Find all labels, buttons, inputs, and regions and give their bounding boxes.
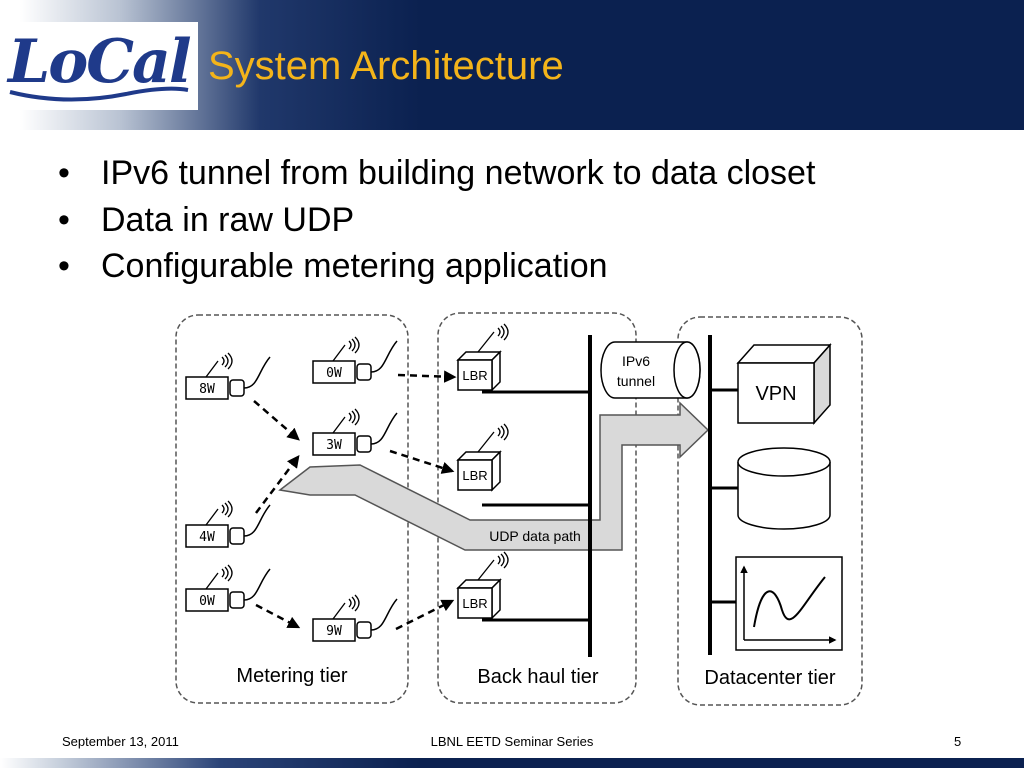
vpn-label: VPN — [755, 383, 796, 405]
meter-sensor: 4W — [185, 500, 271, 548]
meter-reading: 9W — [326, 624, 342, 639]
meter-sensor: 8W — [185, 352, 271, 400]
lbr-label: LBR — [462, 468, 487, 483]
backhaul-tier-label: Back haul tier — [477, 666, 599, 688]
ipv6-tunnel: IPv6 tunnel — [600, 341, 701, 399]
datacenter-tier-label: Datacenter tier — [704, 667, 836, 689]
mesh-links — [253, 370, 457, 631]
meter-reading: 0W — [326, 366, 342, 381]
metering-tier-label: Metering tier — [236, 665, 347, 687]
datacenter-tier-box — [677, 316, 863, 706]
footer-date: September 13, 2011 — [62, 734, 179, 749]
bullet-item: Configurable metering application — [58, 243, 815, 290]
meter-sensor: 0W — [312, 336, 398, 384]
header-banner: LoCal System Architecture — [0, 0, 1024, 130]
footer-page-number: 5 — [954, 734, 962, 749]
metering-tier-box — [175, 314, 409, 704]
slide-title: System Architecture — [208, 44, 564, 88]
bullet-list: IPv6 tunnel from building network to dat… — [58, 150, 815, 290]
bullet-item: Data in raw UDP — [58, 197, 815, 244]
meter-sensor: 3W — [312, 408, 398, 456]
meter-sensor: 9W — [312, 594, 398, 642]
lbr-node: LBR — [457, 323, 509, 391]
metering-application-chart-icon — [735, 556, 843, 651]
lbr-label: LBR — [462, 596, 487, 611]
vpn-server: VPN — [736, 343, 832, 425]
lbr-label: LBR — [462, 368, 487, 383]
database-icon — [737, 447, 831, 530]
local-logo: LoCal — [0, 22, 198, 110]
lbr-node: LBR — [457, 551, 509, 619]
meter-reading: 4W — [199, 530, 215, 545]
tunnel-label-line1: IPv6 — [622, 353, 650, 369]
bullet-item: IPv6 tunnel from building network to dat… — [58, 150, 815, 197]
tunnel-label-line2: tunnel — [617, 373, 655, 389]
lbr-node: LBR — [457, 423, 509, 491]
logo-swash-icon — [9, 86, 189, 102]
meter-sensor: 0W — [185, 564, 271, 612]
meter-reading: 8W — [199, 382, 215, 397]
footer-series: LBNL EETD Seminar Series — [430, 734, 594, 749]
footer-bar — [0, 758, 1024, 768]
meter-reading: 0W — [199, 594, 215, 609]
meter-reading: 3W — [326, 438, 342, 453]
architecture-diagram: UDP data path IPv6 tunnel LBR LBR LBR — [175, 312, 863, 706]
logo-text: LoCal — [8, 27, 192, 97]
udp-path-label: UDP data path — [489, 528, 581, 544]
